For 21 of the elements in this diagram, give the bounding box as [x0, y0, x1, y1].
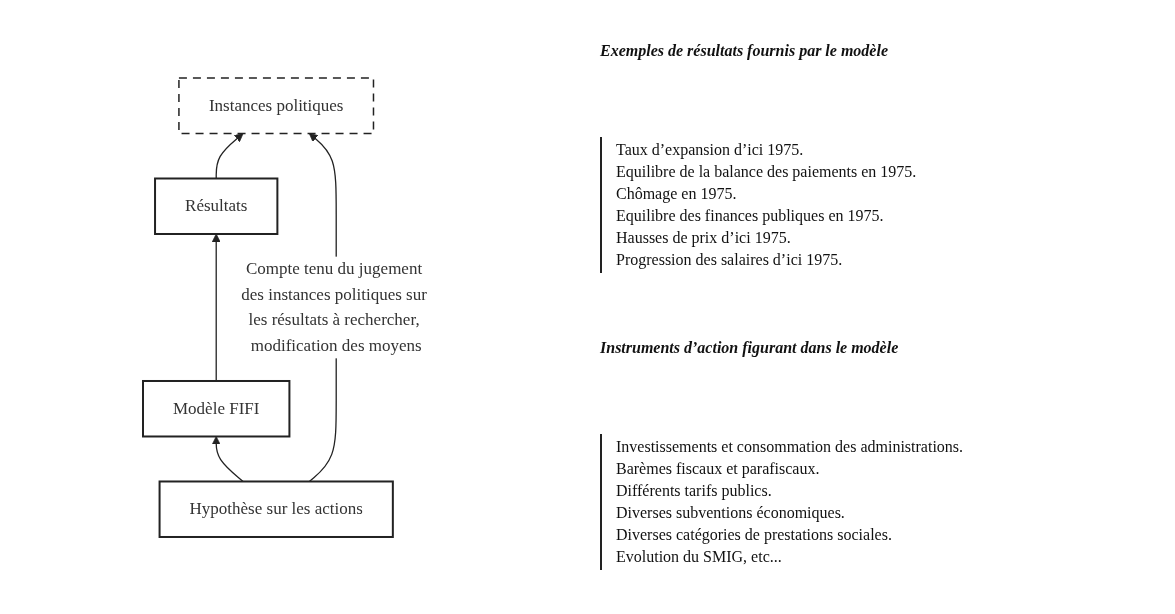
edge-label: Compte tenu du jugement des instances politiques sur les résultats à rechercher, modification des moyens: [241, 258, 428, 355]
list-item: Différents tarifs publics.: [616, 481, 773, 500]
arrow: [212, 233, 221, 382]
list-item: Taux d’expansion d’ici 1975.: [616, 140, 805, 159]
arrow: [215, 132, 244, 179]
list-item: Equilibre des finances publiques en 1975.: [616, 206, 885, 225]
section-heading: Instruments d’action figurant dans le modèle: [600, 339, 900, 358]
node-box: Hypothèse sur les actions: [158, 480, 395, 538]
list-item: Diverses catégories de prestations sociales.: [616, 525, 893, 544]
node-box: Instances politiques: [178, 76, 375, 134]
list-item: Hausses de prix d’ici 1975.: [616, 228, 792, 247]
list-item: Progression des salaires d’ici 1975.: [616, 250, 844, 269]
section-heading: Exemples de résultats fournis par le modèle: [600, 42, 889, 61]
list-item: Investissements et consommation des administrations.: [616, 437, 965, 456]
list-item: Equilibre de la balance des paiements en 1975.: [616, 162, 918, 181]
list-item: Barèmes fiscaux et parafiscaux.: [616, 459, 821, 478]
list-item: Diverses subventions économiques.: [616, 503, 846, 522]
list-item: Evolution du SMIG, etc...: [616, 547, 783, 566]
node-box: Modèle FIFI: [142, 379, 291, 437]
list-item: Chômage en 1975.: [616, 184, 738, 203]
node-box: Résultats: [154, 177, 279, 235]
